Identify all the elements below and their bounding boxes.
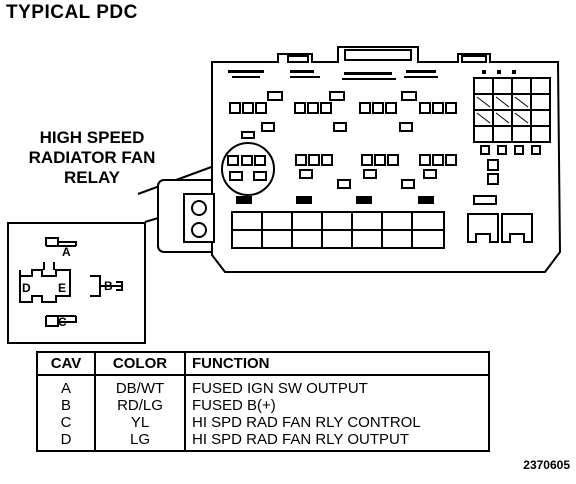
pdc-diagram: A B C D E — [7, 46, 562, 344]
header-function: FUNCTION — [184, 351, 490, 376]
diagram-title: TYPICAL PDC — [6, 2, 138, 23]
relay-pin-a-label: A — [62, 245, 71, 259]
cell-function: HI SPD RAD FAN RLY OUTPUT — [184, 431, 490, 452]
lower-right-connectors — [467, 195, 533, 243]
small-label-marks — [228, 70, 516, 202]
figure-id: 2370605 — [523, 458, 570, 472]
fuse-panel-hatching — [476, 96, 529, 124]
cavity-table: CAV COLOR FUNCTION A DB/WT FUSED IGN SW … — [36, 351, 490, 452]
cell-cav: A — [36, 375, 96, 397]
table-row: A DB/WT FUSED IGN SW OUTPUT — [36, 375, 490, 397]
relay-cavity-inset: A B C D E — [7, 222, 146, 344]
table-row: D LG HI SPD RAD FAN RLY OUTPUT — [36, 431, 490, 452]
cell-color: YL — [94, 414, 186, 431]
cell-cav: B — [36, 397, 96, 414]
stud-connector — [183, 193, 215, 243]
callout-line-1: HIGH SPEED — [39, 128, 145, 147]
cell-color: RD/LG — [94, 397, 186, 414]
middle-relay-bank — [295, 154, 499, 189]
callout-line-2: RADIATOR FAN — [28, 148, 156, 167]
cell-function: FUSED IGN SW OUTPUT — [184, 375, 490, 397]
cell-color: LG — [94, 431, 186, 452]
header-cav: CAV — [36, 351, 96, 376]
relay-pin-b-label: B — [104, 279, 113, 293]
cell-function: HI SPD RAD FAN RLY CONTROL — [184, 414, 490, 431]
relay-pin-d-label: D — [22, 281, 31, 295]
cell-cav: C — [36, 414, 96, 431]
table-row: B RD/LG FUSED B(+) — [36, 397, 490, 414]
cell-color: DB/WT — [94, 375, 186, 397]
header-color: COLOR — [94, 351, 186, 376]
highlighted-relay-circle — [221, 142, 275, 196]
relay-pin-c-label: C — [58, 315, 67, 329]
relay-pin-e-label: E — [58, 281, 66, 295]
table-header-row: CAV COLOR FUNCTION — [36, 351, 490, 376]
upper-relay-bank — [229, 91, 457, 139]
relay-callout-label: HIGH SPEED RADIATOR FAN RELAY — [24, 128, 160, 188]
table-row: C YL HI SPD RAD FAN RLY CONTROL — [36, 414, 490, 431]
maxi-fuse-row — [231, 211, 445, 249]
callout-line-3: RELAY — [63, 168, 121, 187]
cell-function: FUSED B(+) — [184, 397, 490, 414]
cell-cav: D — [36, 431, 96, 452]
fuse-panel-right — [473, 77, 551, 155]
